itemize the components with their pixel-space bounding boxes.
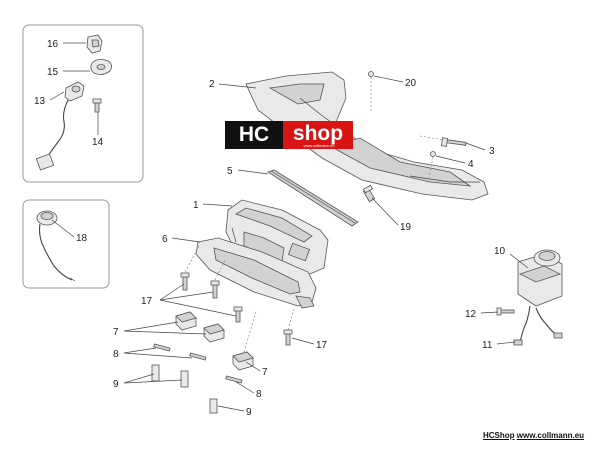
part-8-pins bbox=[153, 343, 243, 384]
callout-9b: 9 bbox=[246, 407, 252, 418]
callout-4: 4 bbox=[468, 159, 474, 170]
part-16-clip bbox=[86, 34, 103, 54]
inset-box-top-left bbox=[22, 24, 144, 183]
watermark-logo-url: www.collmann.eu bbox=[303, 143, 335, 148]
callout-19: 19 bbox=[400, 222, 412, 233]
part-7-bushings bbox=[175, 311, 257, 371]
callout-17b: 17 bbox=[316, 340, 328, 351]
part-4-screw bbox=[428, 151, 436, 178]
callout-7b: 7 bbox=[262, 367, 268, 378]
watermark-logo-hc: HC bbox=[225, 121, 283, 149]
callout-8a: 8 bbox=[113, 349, 119, 360]
part-9-spacers bbox=[151, 364, 218, 414]
footer-url: www.collmann.eu bbox=[516, 431, 585, 440]
callout-16: 16 bbox=[47, 39, 59, 50]
part-19-screw bbox=[362, 184, 376, 203]
watermark-logo-shop: shop bbox=[283, 121, 353, 149]
callout-17a: 17 bbox=[141, 296, 153, 307]
callout-2: 2 bbox=[209, 79, 215, 90]
callout-13: 13 bbox=[34, 96, 46, 107]
part-20-screw bbox=[368, 71, 374, 113]
callout-12: 12 bbox=[465, 309, 477, 320]
callout-1: 1 bbox=[193, 200, 199, 211]
callout-9a: 9 bbox=[113, 379, 119, 390]
part-14-screw bbox=[92, 98, 102, 113]
callout-7a: 7 bbox=[113, 327, 119, 338]
footer-credit: HCShop www.collmann.eu bbox=[483, 431, 584, 440]
part-10-ignition-switch bbox=[513, 249, 563, 346]
callout-14: 14 bbox=[92, 137, 104, 148]
callout-20: 20 bbox=[405, 78, 417, 89]
part-18-cap bbox=[36, 210, 76, 282]
callout-labels: 16 15 13 14 18 2 20 3 4 5 1 6 19 10 12 1… bbox=[34, 39, 506, 418]
leader-lines bbox=[49, 42, 529, 412]
callout-10: 10 bbox=[494, 246, 506, 257]
part-13-sensor bbox=[35, 81, 85, 171]
part-2-upper-cover bbox=[245, 71, 489, 201]
part-3-screw bbox=[419, 135, 467, 147]
part-5-lens bbox=[267, 169, 359, 227]
part-17-screws bbox=[180, 245, 295, 346]
callout-5: 5 bbox=[227, 166, 233, 177]
footer-brand: HCShop bbox=[483, 431, 515, 440]
callout-3: 3 bbox=[489, 146, 495, 157]
callout-18: 18 bbox=[76, 233, 88, 244]
part-15-grommet bbox=[90, 59, 112, 75]
inset-box-bottom-left bbox=[22, 199, 110, 289]
callout-8b: 8 bbox=[256, 389, 262, 400]
callout-15: 15 bbox=[47, 67, 59, 78]
callout-11: 11 bbox=[482, 340, 493, 351]
part-6-lower-bracket bbox=[195, 237, 317, 309]
part-12-screw bbox=[496, 307, 515, 316]
callout-6: 6 bbox=[162, 234, 168, 245]
